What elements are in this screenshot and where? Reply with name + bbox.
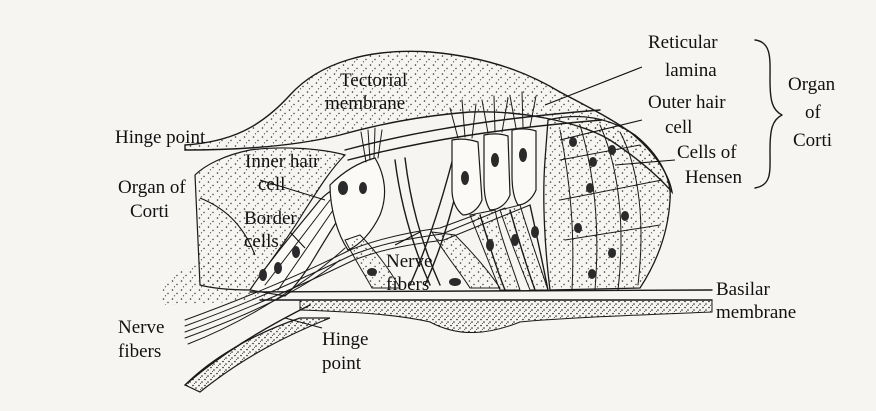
label-border-cells-line2: cells: [244, 231, 279, 252]
label-hinge-point-bottom-line2: point: [322, 353, 362, 374]
label-tectorial-line1: Tectorial: [340, 70, 407, 91]
label-organ-corti-right-line3: Corti: [793, 130, 832, 151]
label-inner-hair-line1: Inner hair: [245, 151, 320, 172]
label-organ-corti-right-line1: Organ: [788, 74, 836, 95]
label-hensen-line2: Hensen: [685, 167, 742, 188]
label-hinge-point-bottom-line1: Hinge: [322, 329, 368, 350]
organ-of-corti-brace: [755, 40, 782, 188]
label-nerve-fibers-mid-line2: fibers: [386, 274, 429, 295]
label-basilar-line1: Basilar: [716, 279, 770, 300]
label-nerve-fibers-left-line2: fibers: [118, 341, 161, 362]
label-outer-hair-line2: cell: [665, 117, 692, 138]
label-organ-corti-left-line1: Organ of: [118, 177, 186, 198]
label-border-cells-line1: Border: [244, 208, 297, 229]
label-nerve-fibers-mid-line1: Nerve: [386, 251, 432, 272]
label-tectorial-line2: membrane: [325, 93, 405, 114]
label-reticular-line1: Reticular: [648, 32, 718, 53]
basilar-membrane: [250, 290, 712, 333]
cells-of-hensen: [544, 116, 670, 290]
label-hensen-line1: Cells of: [677, 142, 737, 163]
label-basilar-line2: membrane: [716, 302, 796, 323]
label-organ-corti-left-line2: Corti: [130, 201, 169, 222]
label-hinge-point-top: Hinge point: [115, 127, 206, 148]
label-reticular-line2: lamina: [665, 60, 717, 81]
label-organ-corti-right-line2: of: [805, 102, 822, 123]
label-outer-hair-line1: Outer hair: [648, 92, 726, 113]
label-inner-hair-line2: cell: [258, 174, 285, 195]
label-nerve-fibers-left-line1: Nerve: [118, 317, 164, 338]
